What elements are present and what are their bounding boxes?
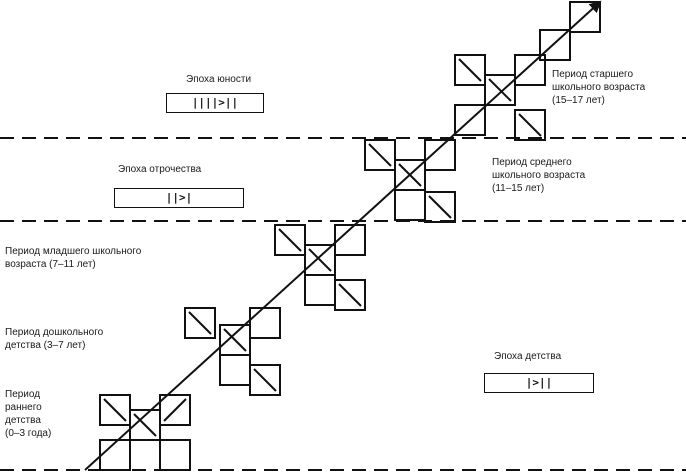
period-junior-line1: Период младшего школьного (5, 246, 142, 257)
period-junior-school-label: Период младшего школьного возраста (7–11… (5, 245, 141, 271)
period-junior-line2: возраста (7–11 лет) (5, 259, 96, 270)
era-adolescence-title: Эпоха отрочества (118, 164, 202, 175)
period-middle-line3: (11–15 лет) (492, 183, 545, 194)
period-senior-school-label: Период старшего школьного возраста (15–1… (552, 68, 645, 107)
era-childhood-title: Эпоха детства (494, 351, 562, 362)
era-childhood-code-box: |>|| (484, 373, 594, 393)
period-senior-line1: Период старшего (552, 69, 634, 80)
period-early-line1: Период (5, 389, 41, 400)
period-middle-school-label: Период среднего школьного возраста (11–1… (492, 156, 585, 195)
cluster-early (99, 394, 191, 471)
development-axis (84, 0, 602, 471)
era-youth-title: Эпоха юности (186, 74, 252, 85)
cluster-preschool (184, 307, 281, 396)
period-early-line2: раннего (5, 402, 42, 413)
period-early-line4: (0–3 года) (5, 428, 52, 439)
period-middle-line2: школьного возраста (492, 170, 586, 181)
era-youth-code-box: ||||>|| (166, 93, 264, 113)
period-senior-line2: школьного возраста (552, 82, 646, 93)
period-middle-line1: Период среднего (492, 157, 572, 168)
period-senior-line3: (15–17 лет) (552, 95, 605, 106)
period-early-label: Период раннего детства (0–3 года) (5, 388, 51, 440)
cluster-junior-school (274, 224, 366, 311)
period-preschool-line1: Период дошкольного (5, 327, 104, 338)
period-early-line3: детства (5, 415, 41, 426)
era-adolescence-code-box: ||>| (114, 188, 244, 208)
cluster-middle-school (364, 139, 456, 223)
period-preschool-line2: детства (3–7 лет) (5, 340, 86, 351)
period-preschool-label: Период дошкольного детства (3–7 лет) (5, 326, 103, 352)
cluster-senior-school (454, 1, 601, 141)
